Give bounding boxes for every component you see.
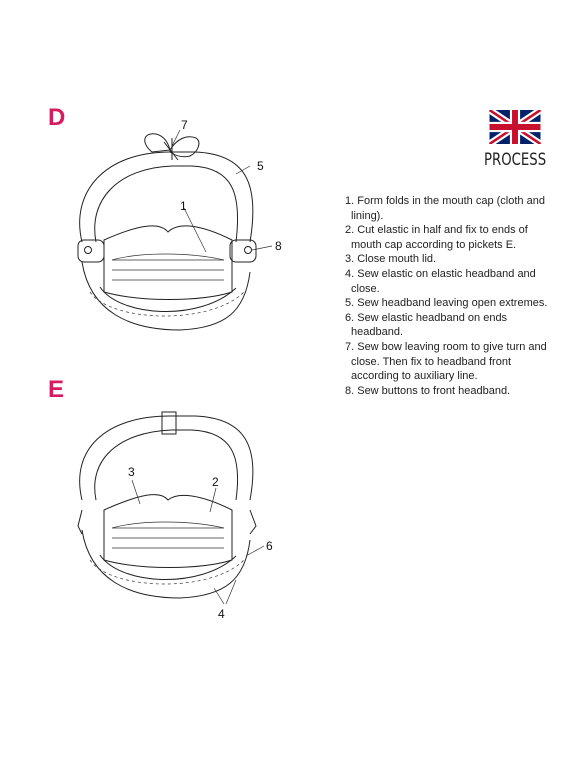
step-item: 8. Sew buttons to front headband. [345,384,511,397]
bow-icon [144,133,200,161]
section-letter-e: E [48,376,65,403]
step-item: 1. Form folds in the mouth cap (cloth an… [345,195,545,222]
callout-5: 5 [257,159,264,173]
callout-2: 2 [212,475,219,489]
callout-8: 8 [275,239,282,253]
callout-4: 4 [218,607,225,621]
callout-6: 6 [266,539,273,553]
step-item: 4. Sew elastic on elastic headband and c… [345,267,536,295]
steps-list: 1. Form folds in the mouth cap (cloth an… [345,194,560,398]
step-item: 2. Cut elastic in half and fix to ends o… [345,224,528,251]
step-item: 7. Sew bow leaving room to give turn and… [345,340,547,383]
callout-1: 1 [180,199,187,213]
button-icon-right [244,246,252,254]
process-title: PROCESS [484,150,547,170]
callout-3: 3 [128,465,135,479]
uk-flag-icon [489,110,541,144]
step-item: 6. Sew elastic headband on ends headband… [345,311,508,339]
diagram-d: 7 5 1 8 [77,118,282,331]
diagram-e: 3 2 6 4 [77,411,273,621]
callout-7: 7 [181,118,188,132]
step-item: 5. Sew headband leaving open extremes. [345,297,548,310]
step-item: 3. Close mouth lid. [345,253,437,266]
section-letter-d: D [48,104,66,131]
button-icon-left [84,246,92,254]
